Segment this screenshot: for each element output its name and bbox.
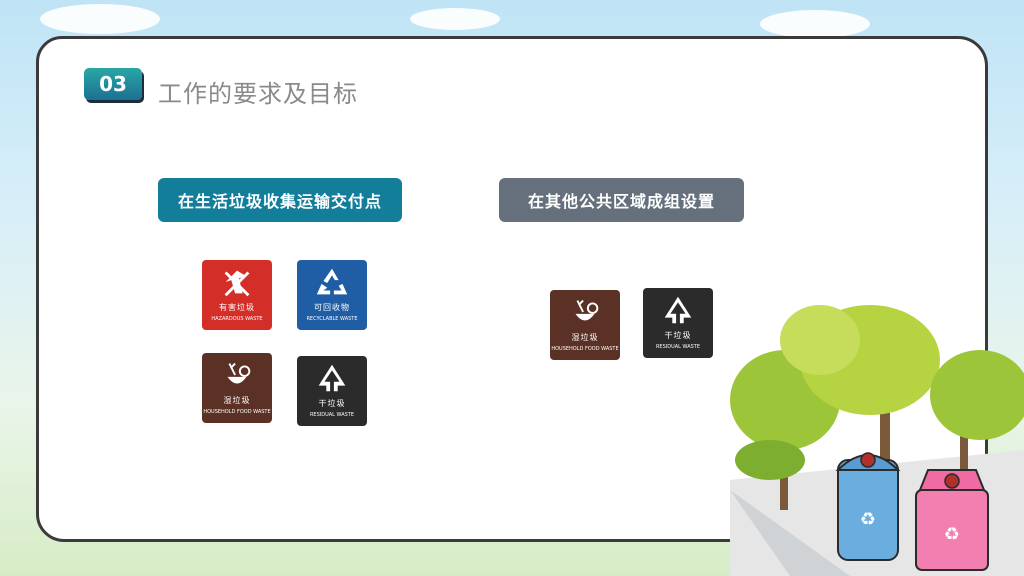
residual-icon bbox=[318, 364, 346, 392]
bin-label-en: RESIDUAL WASTE bbox=[655, 344, 701, 350]
food-waste-icon bbox=[575, 299, 599, 321]
bin-label-cn: 干垃圾 bbox=[318, 399, 346, 408]
residual-waste-bin: 干垃圾 RESIDUAL WASTE bbox=[643, 288, 713, 358]
park-trash-can-illustration: ♻ ♻ bbox=[730, 305, 1024, 576]
cloud-decoration bbox=[410, 8, 500, 30]
residual-icon bbox=[664, 296, 692, 324]
bin-label-cn: 可回收物 bbox=[314, 303, 350, 312]
bin-label-en: RECYCLABLE WASTE bbox=[306, 316, 358, 322]
bin-label-en: HOUSEHOLD FOOD WASTE bbox=[203, 409, 271, 415]
recyclable-waste-bin: 可回收物 RECYCLABLE WASTE bbox=[297, 260, 367, 330]
svg-text:♻: ♻ bbox=[860, 509, 876, 530]
bin-label-cn: 湿垃圾 bbox=[571, 333, 599, 342]
cloud-decoration bbox=[40, 4, 160, 34]
svg-text:♻: ♻ bbox=[944, 524, 960, 545]
section-title: 工作的要求及目标 bbox=[158, 80, 358, 108]
bin-label-cn: 湿垃圾 bbox=[223, 396, 251, 405]
hazardous-icon bbox=[224, 270, 250, 297]
recycle-icon bbox=[316, 268, 348, 295]
content-card bbox=[36, 36, 988, 542]
collection-point-heading: 在生活垃圾收集运输交付点 bbox=[158, 178, 402, 222]
food-waste-icon bbox=[227, 362, 251, 384]
cloud-decoration bbox=[760, 10, 870, 38]
food-waste-bin: 湿垃圾 HOUSEHOLD FOOD WASTE bbox=[202, 353, 272, 423]
bin-label-cn: 干垃圾 bbox=[664, 331, 692, 340]
bin-label-en: HOUSEHOLD FOOD WASTE bbox=[551, 346, 619, 352]
section-number-badge: 03 bbox=[84, 68, 142, 100]
public-area-heading: 在其他公共区域成组设置 bbox=[499, 178, 744, 222]
bin-label-cn: 有害垃圾 bbox=[219, 303, 255, 312]
food-waste-bin: 湿垃圾 HOUSEHOLD FOOD WASTE bbox=[550, 290, 620, 360]
hazardous-waste-bin: 有害垃圾 HAZARDOUS WASTE bbox=[202, 260, 272, 330]
bin-label-en: HAZARDOUS WASTE bbox=[211, 316, 263, 322]
bin-label-en: RESIDUAL WASTE bbox=[309, 412, 355, 418]
residual-waste-bin: 干垃圾 RESIDUAL WASTE bbox=[297, 356, 367, 426]
